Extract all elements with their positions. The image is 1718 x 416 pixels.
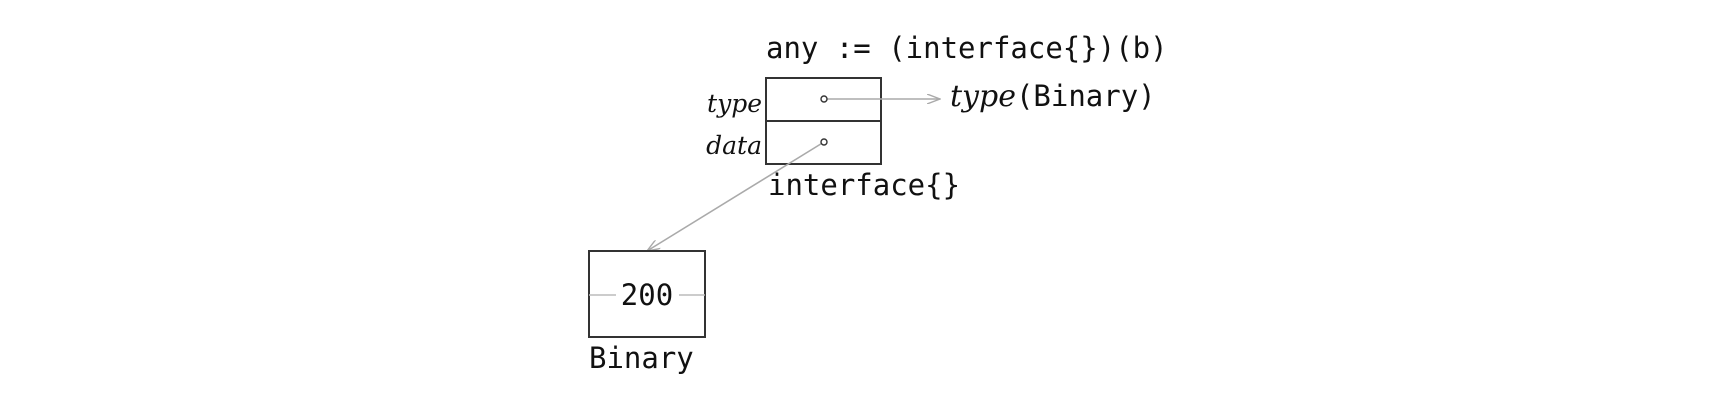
binary-value-box [588, 250, 706, 338]
data-pointer-dot [820, 138, 828, 146]
type-field-label: type [707, 89, 762, 118]
interface-box-caption: interface{} [768, 168, 960, 202]
interface-data-cell [765, 120, 882, 165]
type-descriptor-mono: (Binary) [1016, 79, 1156, 113]
assignment-statement: any := (interface{})(b) [766, 31, 1168, 65]
interface-value-box [765, 77, 882, 165]
type-descriptor-italic: type [950, 79, 1016, 114]
type-descriptor-label: type(Binary) [950, 79, 1156, 114]
binary-type-caption: Binary [589, 341, 694, 375]
data-pointer-arrow [647, 141, 825, 251]
type-pointer-dot [820, 95, 828, 103]
data-field-label: data [706, 131, 762, 160]
binary-value: 200 [621, 278, 673, 312]
